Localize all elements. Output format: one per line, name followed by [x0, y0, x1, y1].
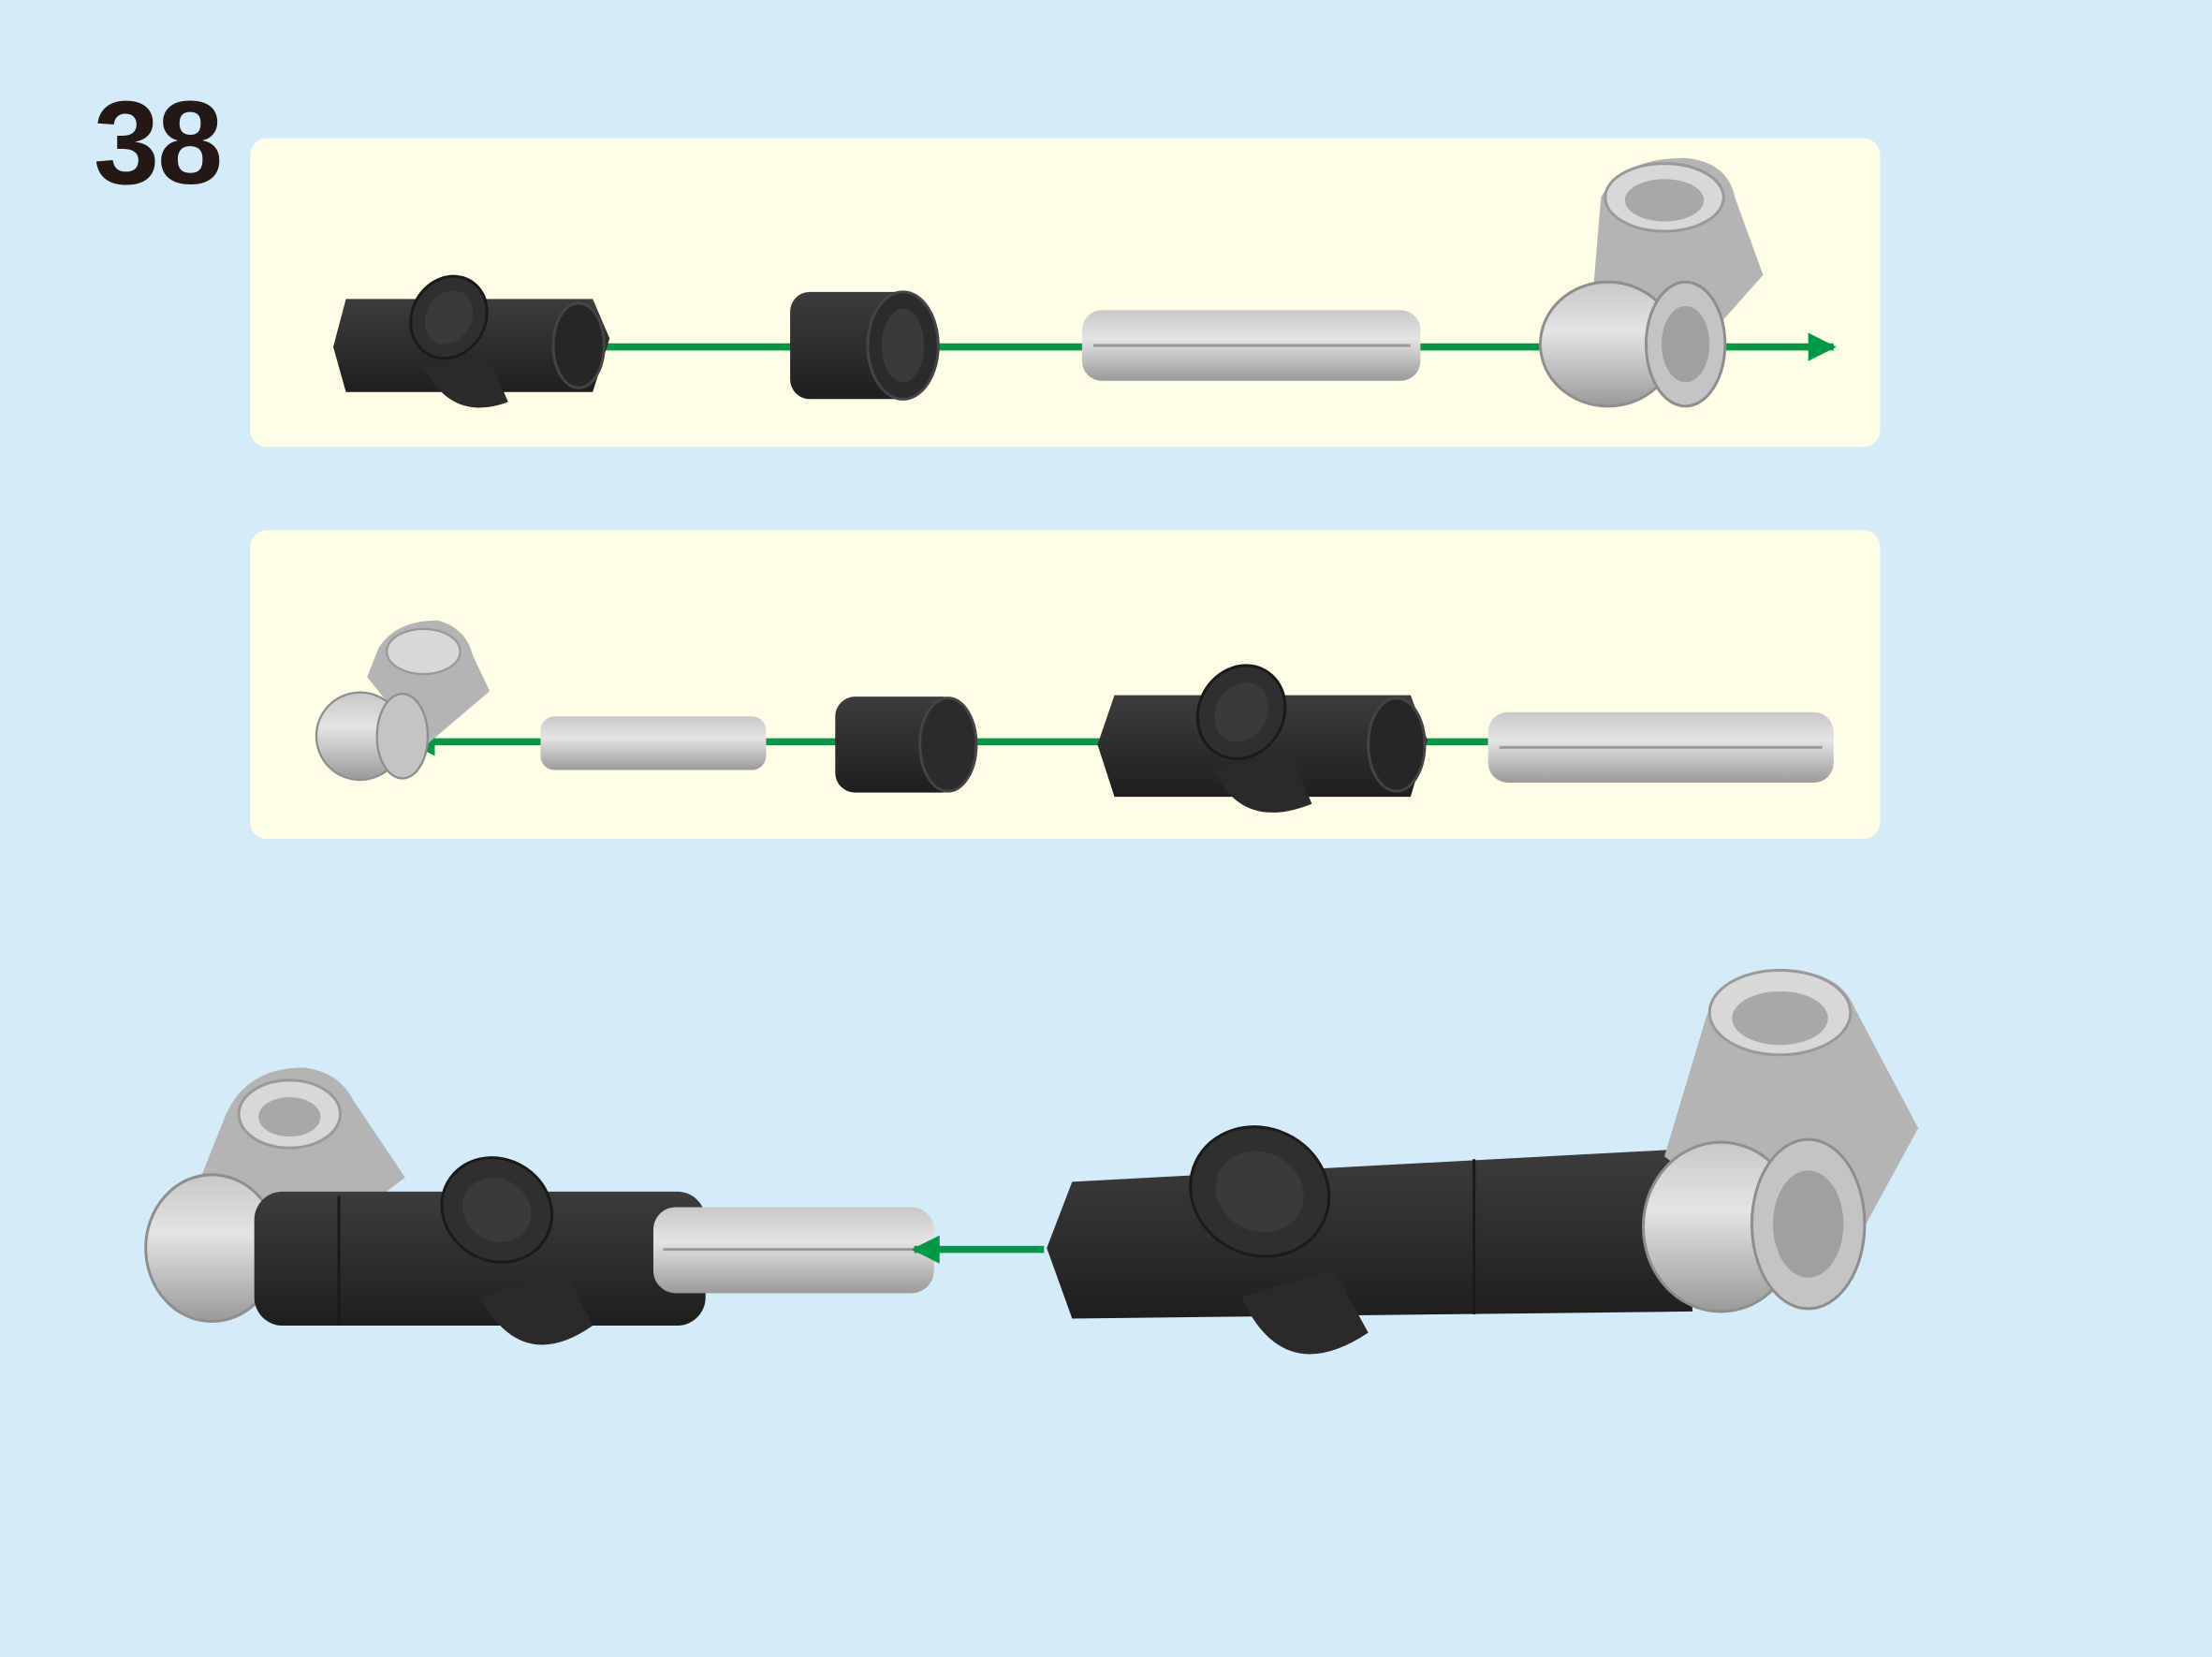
- bush-dark-part: [835, 697, 978, 793]
- callout-panel-1: [250, 138, 1881, 447]
- axle-pin-connector-light-part: [1538, 157, 1764, 408]
- bush-dark-part: [790, 290, 940, 401]
- axle-part: [1081, 310, 1421, 381]
- main-assembly: [144, 968, 1919, 1355]
- pin-connector-dark-part: [1097, 664, 1428, 813]
- callout-panel-2: [250, 530, 1881, 840]
- step-number: 38: [94, 77, 223, 209]
- axle-short-part: [540, 716, 767, 770]
- left-subassembly: [144, 1067, 934, 1345]
- axle-pin-connector-light-part: [315, 620, 491, 782]
- pin-connector-dark-part: [333, 274, 610, 408]
- axle-part: [1487, 711, 1834, 784]
- right-subassembly: [1047, 968, 1919, 1355]
